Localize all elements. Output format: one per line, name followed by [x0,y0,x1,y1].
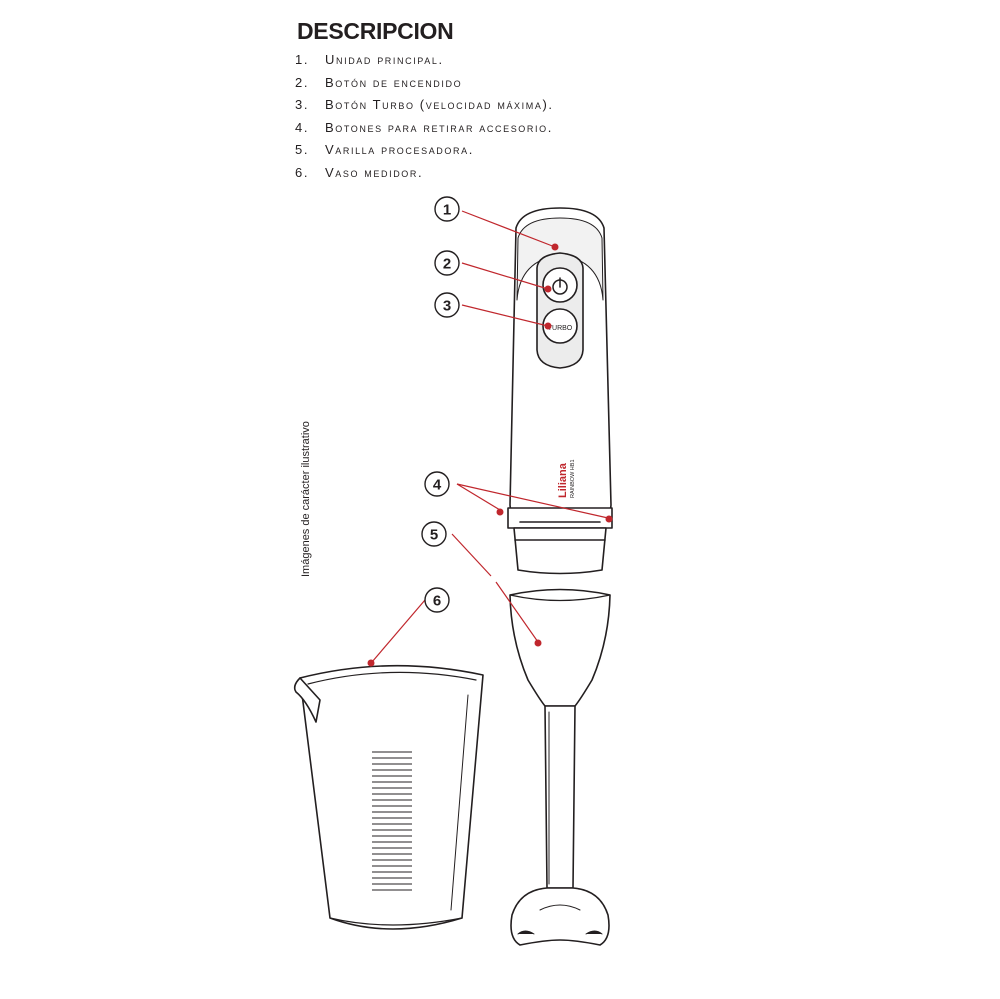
svg-text:1: 1 [443,202,451,219]
callout-points [367,243,613,667]
parts-list: 1.Unidad principal. 2.Botón de encendido… [295,52,554,188]
measuring-cup [299,664,484,930]
list-item: 4.Botones para retirar accesorio. [295,119,553,135]
callout-5: 5 [421,521,447,547]
cup-shading [450,694,469,911]
callout-circle [434,292,460,318]
page-title: DESCRIPCION [297,18,454,44]
callout-6: 6 [424,587,450,613]
cup-base [329,917,463,926]
callout-1: 1 [434,196,460,222]
turbo-button [542,308,578,344]
list-item: 3.Botón Turbo (velocidad máxima). [295,97,554,113]
wand-guard-notch-left [517,930,535,935]
collar [507,507,613,529]
cup-rim-inner [307,671,477,685]
wand-blade-guard [510,887,610,946]
callout-3: 3 [434,292,460,318]
callout-circle [424,587,450,613]
model-text: RAINBOW HB1 [570,459,576,498]
callout-2: 2 [434,250,460,276]
wand-rim [509,594,611,602]
connector [513,527,607,575]
list-item: 6.Vaso medidor. [295,164,424,180]
wand-guard-window [539,904,581,911]
brand-logo-text: Liliana [557,462,569,498]
list-item: 2.Botón de encendido [295,74,463,90]
wand-guard-notch-right [585,930,603,935]
callout-4: 4 [424,471,450,497]
svg-text:4: 4 [433,477,442,494]
svg-text:3: 3 [443,298,451,315]
cup-spout [293,677,321,723]
callout-circle [424,471,450,497]
callout-leaders [371,210,609,663]
svg-text:6: 6 [433,593,441,610]
wand-cup [509,588,611,707]
callout-circle [434,250,460,276]
cup-scale [372,751,412,891]
svg-text:5: 5 [430,527,438,544]
callout-circle [421,521,447,547]
svg-text:2: 2 [443,256,451,273]
list-item: 5.Varilla procesadora. [295,142,474,158]
turbo-label: TURBO [548,325,573,332]
list-item: 1.Unidad principal. [295,52,444,67]
callout-circle [434,196,460,222]
main-unit-shading [516,217,604,301]
